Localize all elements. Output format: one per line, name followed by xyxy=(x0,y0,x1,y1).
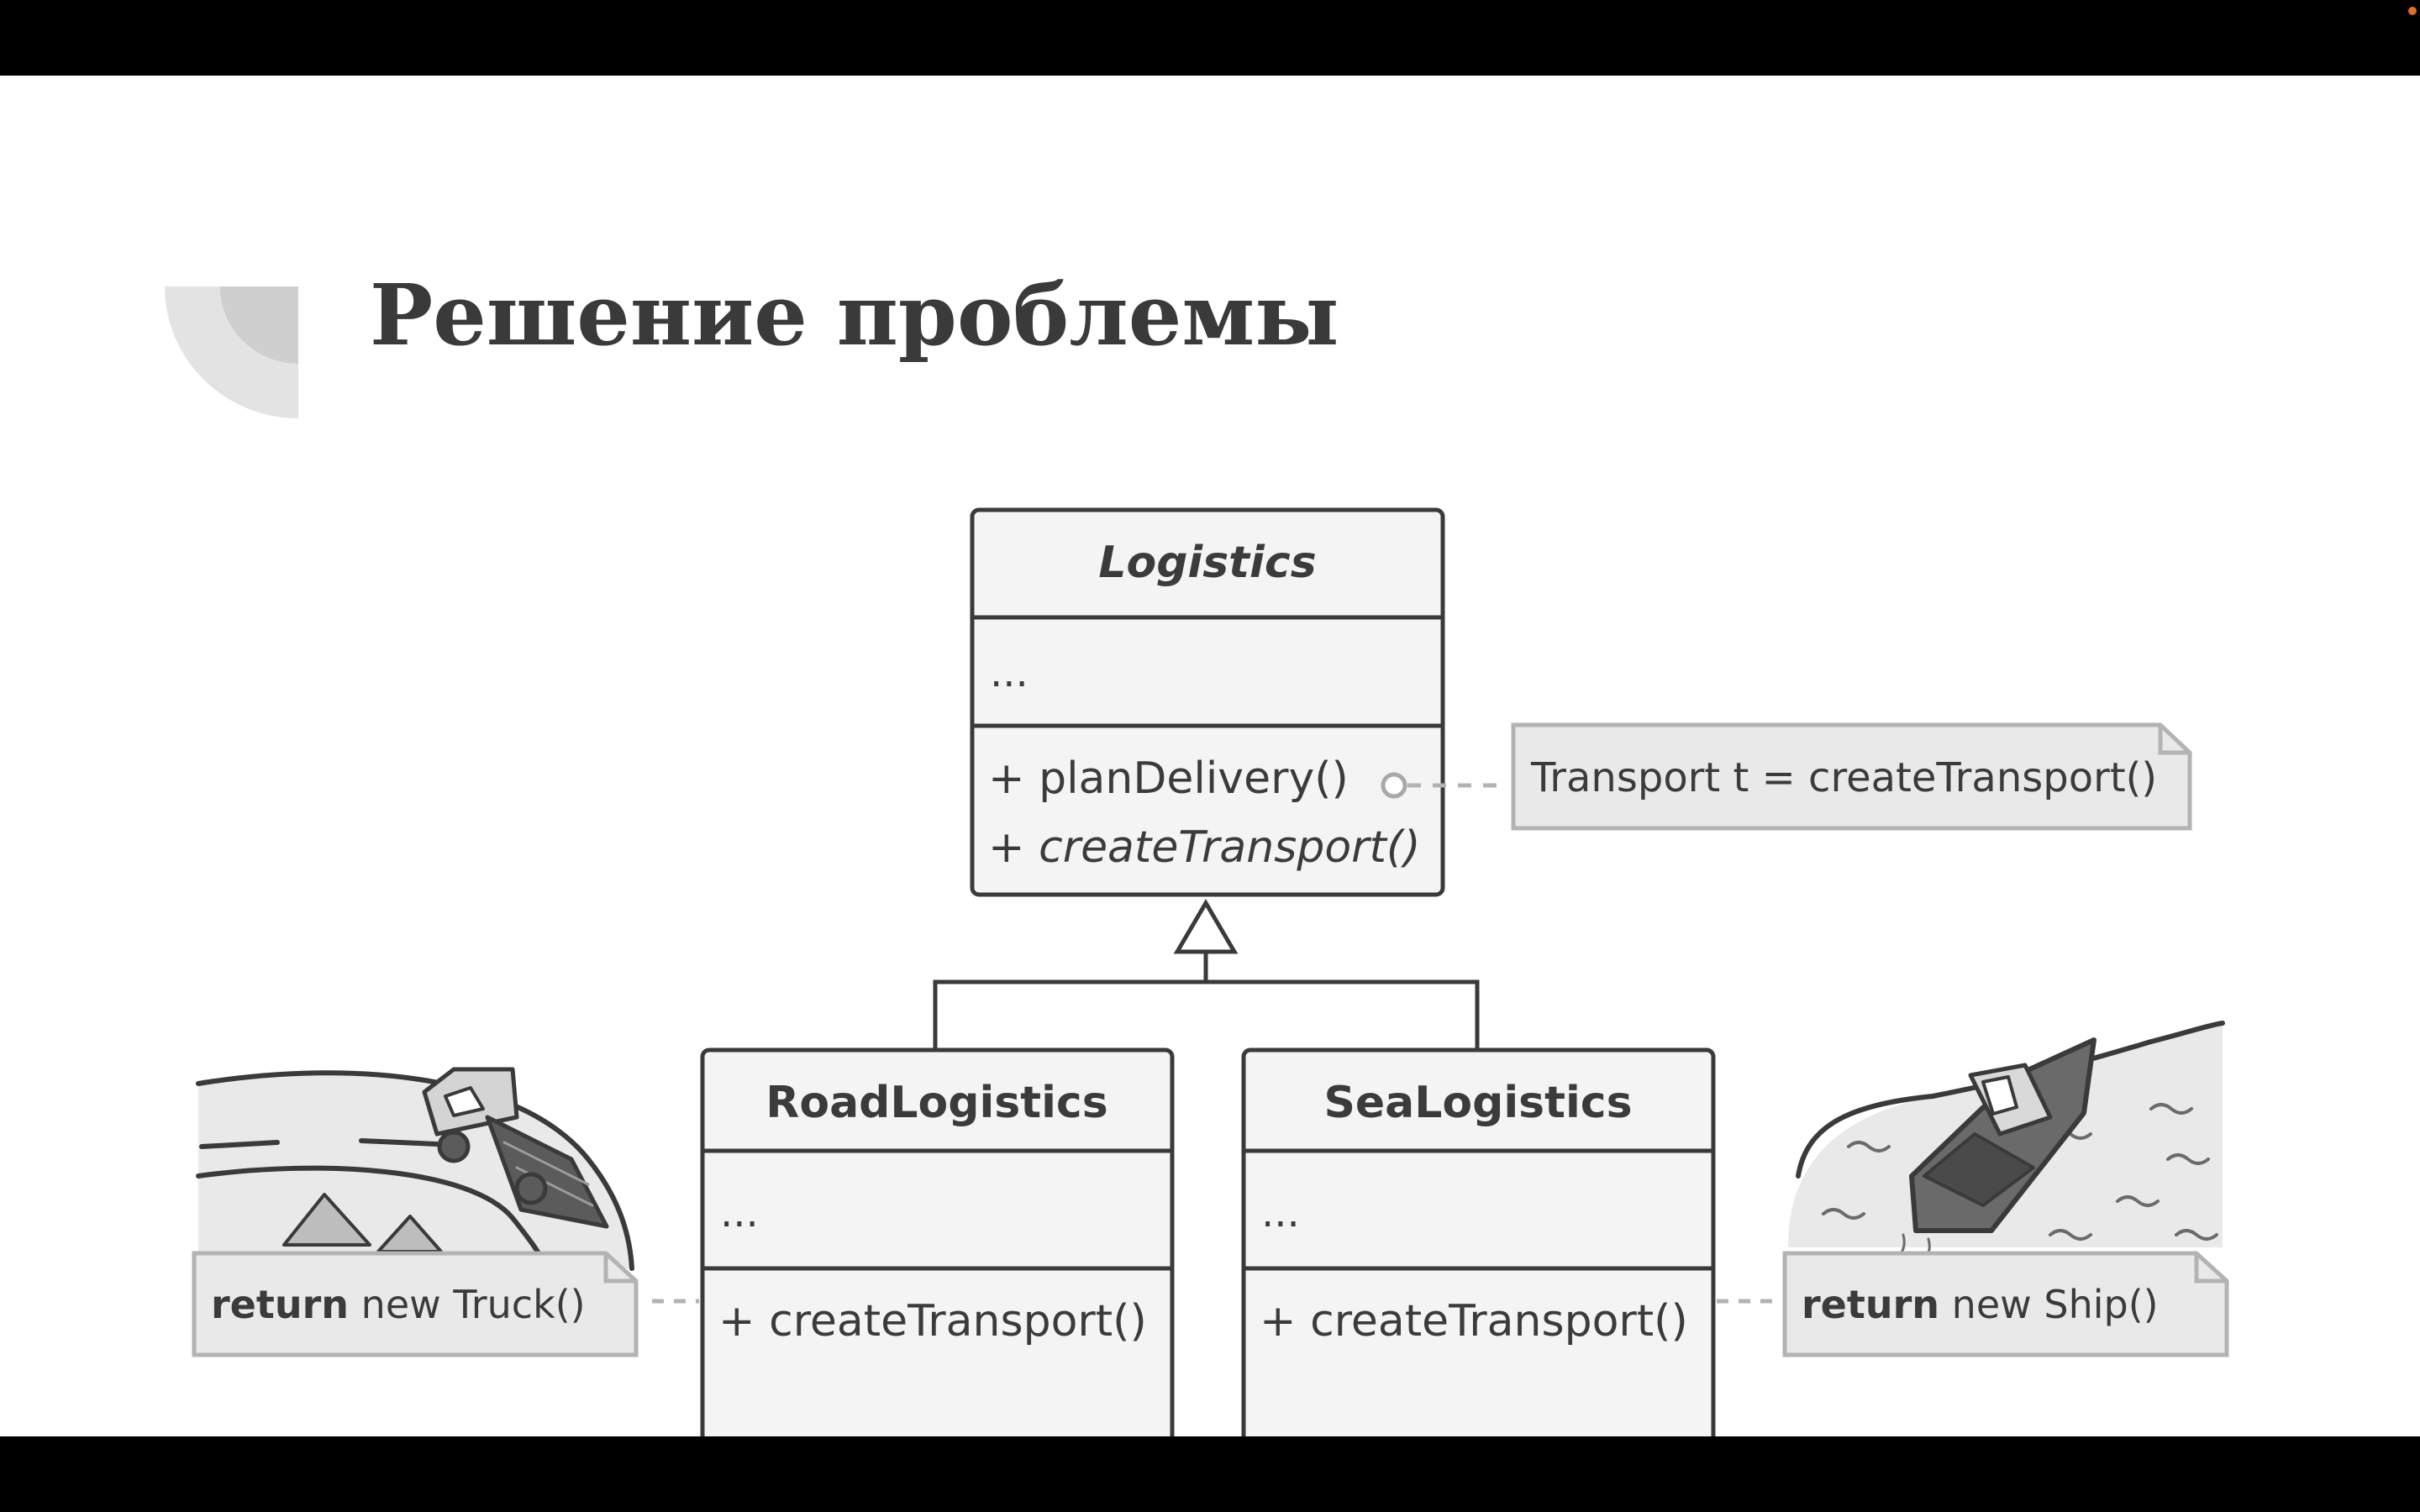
note-text-sea: return new Ship() xyxy=(1802,1282,2159,1327)
top-letterbox-bar xyxy=(0,0,2420,76)
method-sea-create-transport: + createTransport() xyxy=(1260,1296,1688,1347)
method-road-create-transport: + createTransport() xyxy=(718,1296,1147,1347)
class-box-road-logistics: RoadLogistics ... + createTransport() xyxy=(700,1047,1175,1436)
note-road-expression: new Truck() xyxy=(349,1282,586,1327)
presentation-slide: Logistics ... + planDelivery() + createT… xyxy=(0,76,2420,1436)
class-fields-logistics: ... xyxy=(990,649,1028,696)
road-truck-illustration-icon xyxy=(196,1067,634,1271)
note-text-road: return new Truck() xyxy=(211,1282,586,1327)
note-sea: return new Ship() xyxy=(1782,1251,2229,1357)
note-sea-expression: new Ship() xyxy=(1939,1282,2159,1327)
note-road: return new Truck() xyxy=(192,1251,639,1357)
class-name-logistics: Logistics xyxy=(1098,538,1316,588)
note-text-plan-delivery: Transport t = createTransport() xyxy=(1530,754,2157,801)
recording-indicator-icon xyxy=(2408,7,2417,15)
title-ornament-icon xyxy=(165,286,298,418)
note-sea-keyword: return xyxy=(1802,1282,1939,1327)
class-fields-sea-logistics: ... xyxy=(1261,1189,1300,1236)
uml-diagram: Logistics ... + planDelivery() + createT… xyxy=(165,286,2229,1436)
method-plan-delivery: + planDelivery() xyxy=(988,753,1349,804)
class-name-sea-logistics: SeaLogistics xyxy=(1323,1078,1632,1128)
inheritance-connector xyxy=(933,899,1480,1050)
note-plan-delivery: Transport t = createTransport() xyxy=(1511,722,2192,831)
bottom-letterbox-bar xyxy=(0,1436,2420,1512)
class-name-road-logistics: RoadLogistics xyxy=(765,1078,1107,1128)
method-create-transport-abstract: + createTransport() xyxy=(988,822,1421,873)
sea-ship-illustration-icon xyxy=(1788,1021,2225,1266)
class-box-logistics: Logistics ... + planDelivery() + createT… xyxy=(970,507,1445,897)
slide-title: Решение проблемы xyxy=(370,265,1339,365)
note-connector-plan-delivery xyxy=(1381,772,1508,799)
class-box-sea-logistics: SeaLogistics ... + createTransport() xyxy=(1241,1047,1716,1436)
note-road-keyword: return xyxy=(211,1282,349,1327)
inheritance-arrow-icon xyxy=(1173,899,1239,954)
class-fields-road-logistics: ... xyxy=(720,1189,759,1236)
